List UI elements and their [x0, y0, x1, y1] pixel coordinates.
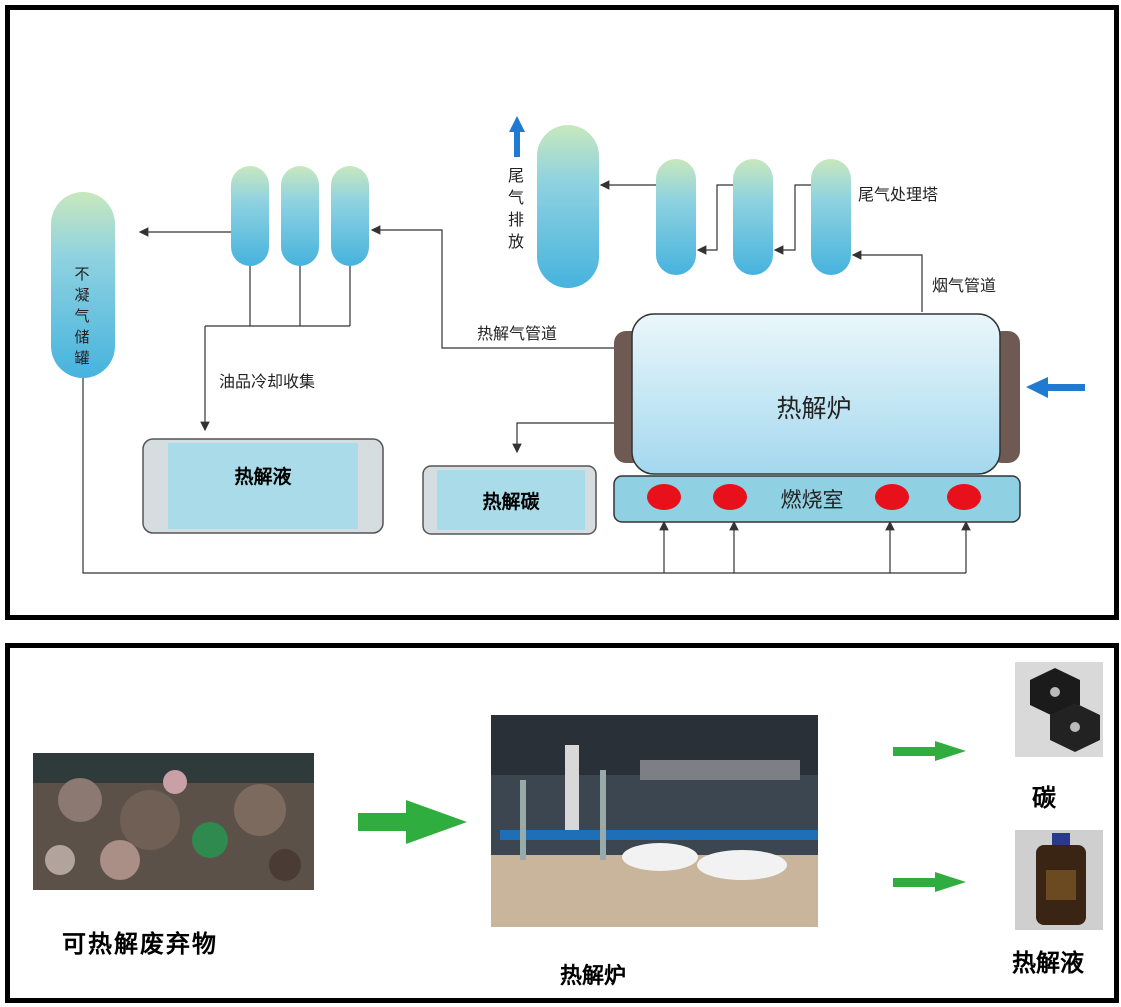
flue-gas-pipe-label: 烟气管道 [932, 276, 996, 295]
pyrolysis-liquid-label: 热解液 [234, 465, 292, 488]
carbon-label: 碳 [1032, 784, 1056, 812]
tail-gas-tower-label: 尾气处理塔 [858, 185, 938, 204]
liquid-label: 热解液 [1012, 949, 1084, 977]
combustion-chamber [613, 475, 1021, 523]
pyrolysis-gas-pipe-label: 热解气管道 [477, 324, 557, 343]
pyrolysis-liquid-tank [142, 438, 384, 534]
pyrolysis-liquid-bottle-photo [1015, 830, 1103, 930]
carbon-briquette-photo [1015, 662, 1103, 757]
green-arrow-icon [358, 800, 467, 844]
pyrolysis-carbon-label: 热解碳 [482, 490, 540, 513]
green-arrow-icon [893, 872, 966, 892]
furnace-plant-photo [491, 715, 818, 927]
discharge-arrow-icon [509, 116, 525, 157]
feed-arrow-icon [1026, 377, 1085, 398]
noncondensable-tank-label: 不凝气储罐 [74, 265, 89, 367]
oil-cooling-label: 油品冷却收集 [219, 372, 315, 391]
furnace-label: 热解炉 [776, 394, 851, 423]
tail-gas-treatment-towers [656, 159, 851, 275]
tail-gas-discharge-label: 尾气排放 [508, 166, 524, 251]
pyrolysis-furnace [614, 313, 1020, 475]
combustion-chamber-label: 燃烧室 [781, 488, 844, 512]
waste-label: 可热解废弃物 [62, 930, 218, 958]
pyrolysis-carbon-tank [422, 465, 597, 535]
tail-gas-discharge-cylinder [537, 125, 599, 288]
waste-photo [33, 753, 314, 890]
flow-pipes [82, 180, 971, 574]
oil-cooling-cylinders [231, 166, 369, 266]
furnace-photo-label: 热解炉 [560, 964, 627, 989]
green-arrow-icon [893, 741, 966, 761]
noncondensable-gas-tank [51, 192, 115, 378]
